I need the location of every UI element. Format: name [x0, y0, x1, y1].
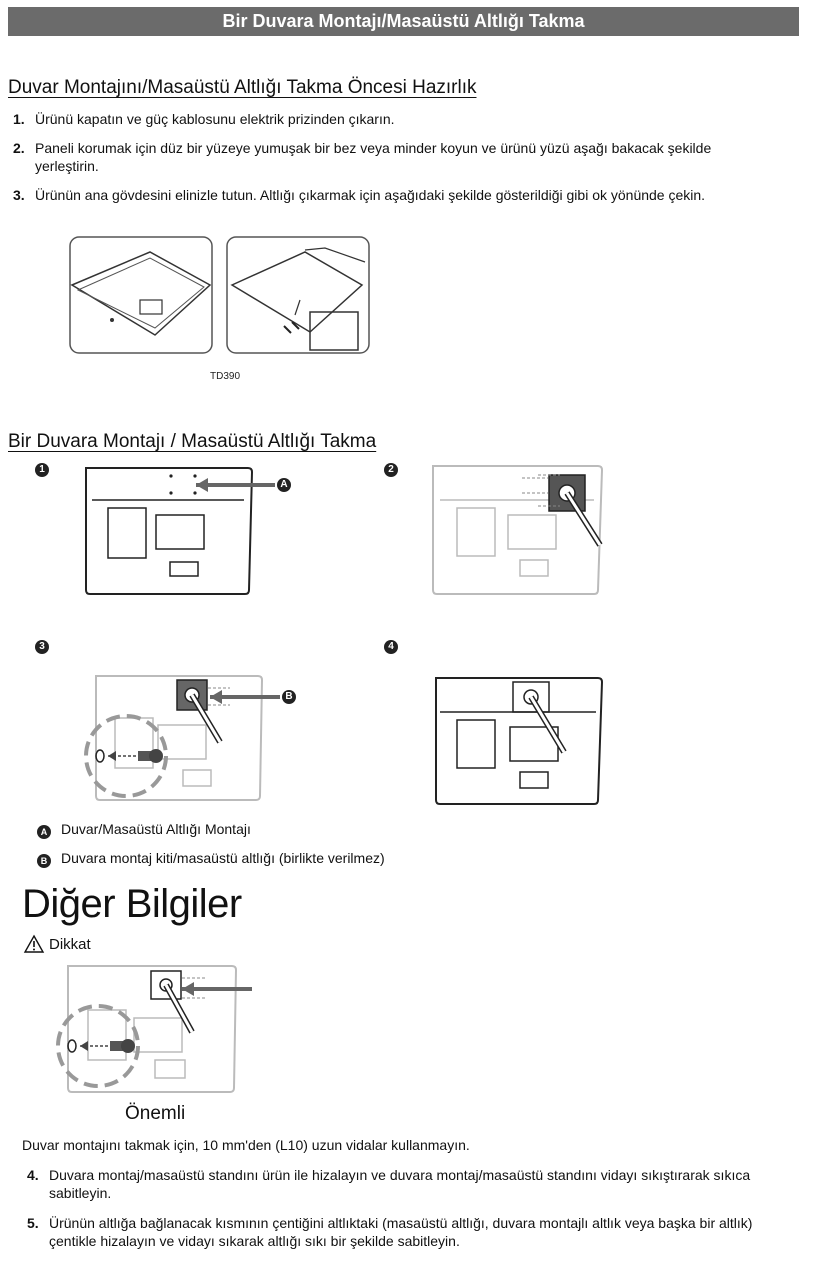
important-note: Duvar montajını takmak için, 10 mm'den (…: [22, 1137, 470, 1153]
important-label: Önemli: [125, 1103, 186, 1124]
panel-number-4: 4: [384, 640, 398, 654]
other-step-4: 4. Duvara montaj/masaüstü standını ürün …: [27, 1167, 751, 1201]
section-title-bar: Bir Duvara Montajı/Masaüstü Altlığı Takm…: [8, 7, 799, 36]
caution-label: Dikkat: [49, 936, 91, 953]
callout-a: A: [277, 478, 291, 492]
other-info-title: Diğer Bilgiler: [22, 882, 242, 926]
figure-caption: TD390: [210, 371, 241, 382]
panel-number-3: 3: [35, 640, 49, 654]
prep-step-3: 3. Ürünün ana gövdesini elinizle tutun. …: [13, 187, 706, 203]
badge-a: A: [37, 825, 51, 839]
callout-b: B: [282, 690, 296, 704]
panel-number-1: 1: [35, 463, 49, 477]
warning-icon: [23, 934, 45, 953]
prep-heading: Duvar Montajını/Masaüstü Altlığı Takma Ö…: [8, 77, 477, 98]
panel-number-2: 2: [384, 463, 398, 477]
other-step-5: 5. Ürünün altlığa bağlanacak kısmının çe…: [27, 1215, 753, 1249]
prep-step-2: 2. Paneli korumak için düz bir yüzeye yu…: [13, 140, 712, 174]
prep-step-1: 1. Ürünü kapatın ve güç kablosunu elektr…: [13, 111, 395, 127]
attach-heading: Bir Duvara Montajı / Masaüstü Altlığı Ta…: [8, 431, 377, 452]
badge-b: B: [37, 854, 51, 868]
